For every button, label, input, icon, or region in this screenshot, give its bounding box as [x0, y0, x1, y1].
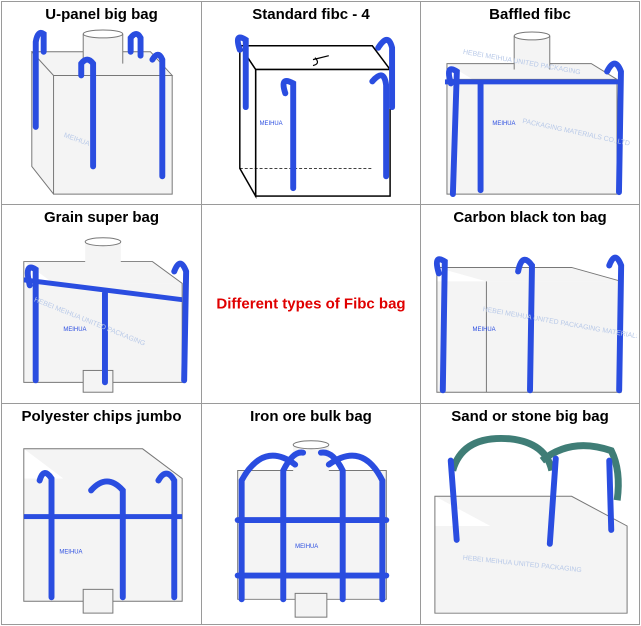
cell-label: U-panel big bag	[45, 6, 158, 23]
cell-label: Standard fibc - 4	[252, 6, 370, 23]
bag-image-iron-ore: MEIHUA	[204, 430, 418, 622]
cell-standard-fibc: Standard fibc - 4 MEIHUA	[201, 1, 421, 205]
bag-image-grain: MEIHUA HEBEI MEIHUA UNITED PACKAGING	[4, 231, 199, 401]
cell-label: Grain super bag	[43, 209, 160, 226]
svg-text:MEIHUA: MEIHUA	[295, 544, 318, 550]
bag-image-standard: MEIHUA	[204, 28, 418, 202]
svg-text:MEIHUA: MEIHUA	[492, 121, 515, 127]
cell-center-caption: Different types of Fibc bag	[201, 204, 421, 404]
cell-grain-super-bag: Grain super bag MEIHUA HEBEI MEIHUA UNIT…	[1, 204, 202, 404]
cell-carbon-black: Carbon black ton bag MEIHUA HEBEI MEIHUA…	[420, 204, 640, 404]
cell-label: Carbon black ton bag	[453, 209, 607, 226]
cell-baffled-fibc: Baffled fibc MEIHUA HEBEI MEIHUA UNITED …	[420, 1, 640, 205]
cell-label: Iron ore bulk bag	[250, 408, 372, 425]
cell-iron-ore: Iron ore bulk bag MEIHUA	[201, 403, 421, 625]
bag-image-baffled: MEIHUA HEBEI MEIHUA UNITED PACKAGING PAC…	[423, 28, 637, 202]
cell-label: Polyester chips jumbo	[21, 408, 182, 425]
bag-image-u-panel: MEIHUA	[4, 28, 199, 202]
cell-label: Baffled fibc	[489, 6, 571, 23]
bag-image-sand: HEBEI MEIHUA UNITED PACKAGING	[423, 430, 637, 622]
svg-text:MEIHUA: MEIHUA	[260, 121, 283, 127]
center-caption: Different types of Fibc bag	[216, 295, 406, 313]
cell-u-panel: U-panel big bag MEIHUA	[1, 1, 202, 205]
svg-text:MEIHUA: MEIHUA	[473, 327, 496, 333]
bag-image-polyester: MEIHUA	[4, 430, 199, 622]
svg-text:MEIHUA: MEIHUA	[63, 327, 86, 333]
bag-image-carbon: MEIHUA HEBEI MEIHUA UNITED PACKAGING MAT…	[423, 231, 637, 401]
cell-polyester-chips: Polyester chips jumbo MEIHUA	[1, 403, 202, 625]
cell-label: Sand or stone big bag	[451, 408, 609, 425]
cell-sand-stone: Sand or stone big bag HEBEI MEIHUA UNITE…	[420, 403, 640, 625]
svg-text:MEIHUA: MEIHUA	[59, 550, 82, 556]
